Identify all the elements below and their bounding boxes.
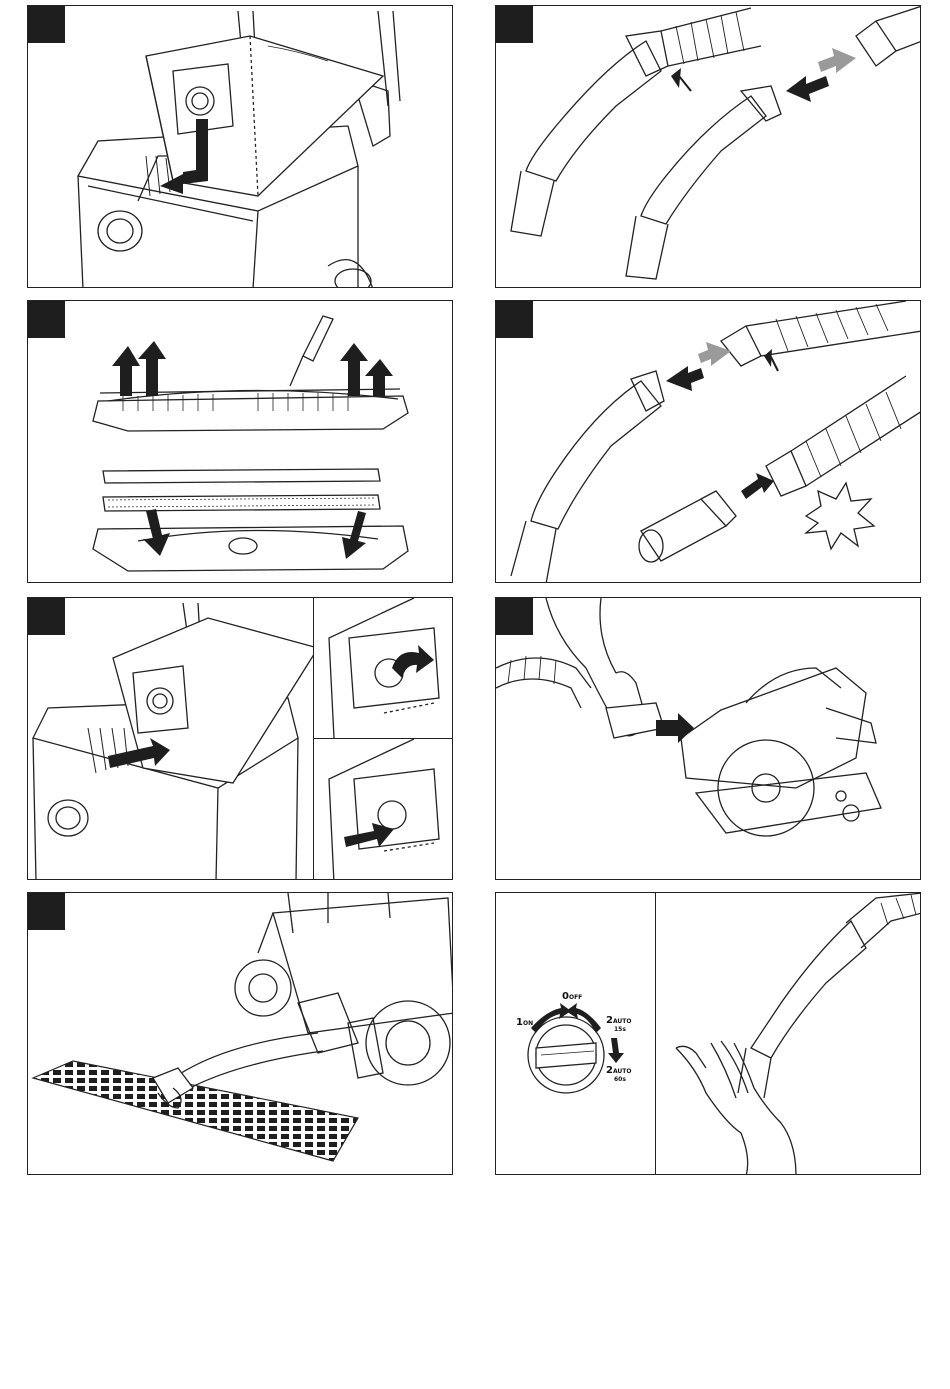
panel-1 [27, 5, 453, 288]
bag-flap-close-illustration [314, 739, 453, 880]
filter-bag-insertion-illustration [28, 598, 318, 880]
panel-8: 1ON 0OFF 2AUTO 15s 2AUTO 60s [495, 892, 921, 1175]
hose-handle-detach-illustration [496, 6, 921, 288]
vacuum-on-floor-grate-illustration [28, 893, 453, 1175]
panel-4 [495, 300, 921, 583]
hose-adapter-connection-illustration [496, 301, 921, 583]
suction-check-illustration [496, 893, 921, 1175]
filter-bag-removal-illustration [28, 6, 453, 288]
power-tool-connection-illustration [496, 598, 921, 880]
floor-nozzle-strip-replacement-illustration [28, 301, 453, 583]
bag-flap-open-illustration [314, 598, 453, 739]
panel-5 [27, 597, 453, 880]
panel-5-detail-top [313, 597, 453, 739]
panel-2 [495, 5, 921, 288]
panel-5-detail-bottom [313, 738, 453, 880]
panel-3 [27, 300, 453, 583]
panel-6 [495, 597, 921, 880]
panel-7 [27, 892, 453, 1175]
